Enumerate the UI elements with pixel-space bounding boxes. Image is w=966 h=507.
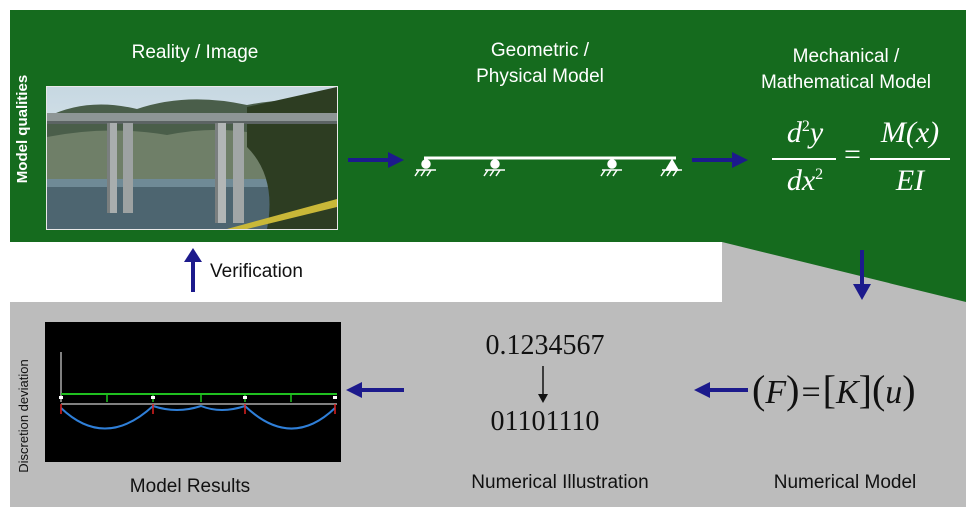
title-mechanical-line1: Mechanical / bbox=[792, 46, 900, 67]
decimal-value: 0.1234567 bbox=[485, 330, 605, 361]
eq-equals: = bbox=[844, 138, 861, 171]
side-label-discretion-deviation: Discretion deviation bbox=[16, 359, 31, 473]
beam-model-diagram bbox=[414, 156, 682, 177]
eq-F: F bbox=[765, 374, 787, 411]
equation-mechanical: d2y dx2 = M(x) EI bbox=[766, 116, 956, 208]
eq-num-y: y bbox=[809, 116, 824, 149]
equation-numerical: (F)=[K](u) bbox=[752, 367, 916, 412]
eq-num-exp: 2 bbox=[801, 118, 810, 135]
eq-rhs-num: M(x) bbox=[880, 116, 940, 149]
eq-num-equals: = bbox=[801, 374, 821, 411]
arrow-up-icon bbox=[184, 248, 202, 292]
eq-den-dx: dx bbox=[786, 164, 816, 197]
arrow-left-icon bbox=[694, 382, 748, 398]
arrow-right-icon bbox=[692, 152, 748, 168]
fraction-bar bbox=[870, 158, 950, 160]
bridge-photo bbox=[46, 86, 338, 230]
fraction-bar bbox=[772, 158, 836, 160]
arrow-down-icon bbox=[853, 250, 871, 300]
title-reality: Reality / Image bbox=[131, 42, 259, 63]
title-geometric-line2: Physical Model bbox=[476, 66, 604, 87]
label-numerical-model: Numerical Model bbox=[773, 472, 917, 493]
eq-rhs-den: EI bbox=[895, 164, 925, 197]
title-geometric-line1: Geometric / bbox=[490, 40, 590, 61]
title-geometric: Geometric / Physical Model bbox=[430, 38, 650, 90]
eq-den-exp: 2 bbox=[815, 166, 824, 183]
verification-label: Verification bbox=[210, 261, 303, 282]
eq-num-d: d bbox=[786, 116, 802, 149]
title-mechanical: Mechanical / Mathematical Model bbox=[728, 44, 964, 96]
label-model-results: Model Results bbox=[129, 476, 251, 497]
eq-u: u bbox=[885, 374, 903, 411]
binary-value: 01101110 bbox=[490, 406, 600, 437]
title-mechanical-line2: Mathematical Model bbox=[760, 72, 932, 93]
verification-strip bbox=[10, 242, 722, 302]
label-numerical-illustration: Numerical Illustration bbox=[471, 472, 649, 493]
arrow-right-icon bbox=[348, 152, 404, 168]
eq-K: K bbox=[835, 374, 859, 411]
arrow-down-icon bbox=[538, 366, 548, 403]
model-results-plot bbox=[45, 322, 341, 462]
side-label-model-qualities: Model qualities bbox=[14, 74, 31, 184]
arrow-left-icon bbox=[346, 382, 404, 398]
